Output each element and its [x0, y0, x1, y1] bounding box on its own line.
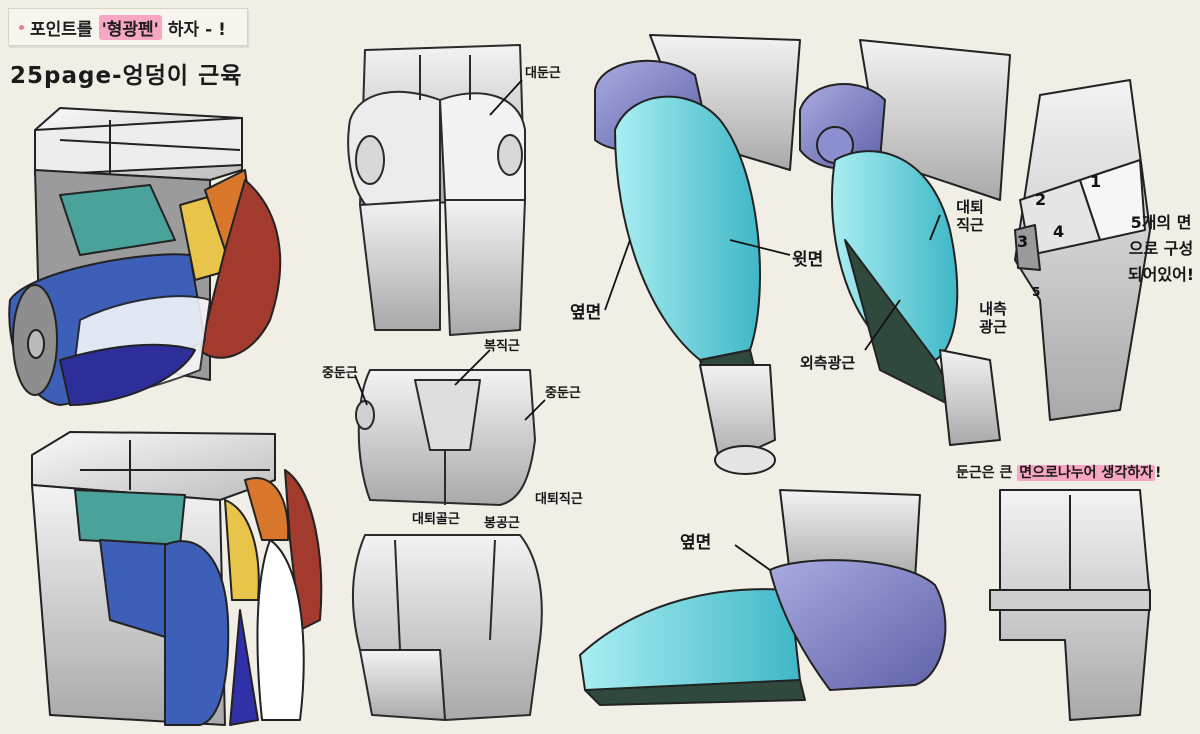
lavender-hip-bottom-view [579, 489, 947, 706]
label-rectus-femoris-low: 대퇴직근 [535, 492, 583, 507]
leader-lines [354, 79, 941, 571]
gray-hip-back-small [989, 489, 1151, 721]
cyan-thigh-side-view [594, 34, 801, 475]
face-number-4: 4 [1053, 222, 1065, 241]
banner-text-after: 하자 - ! [167, 19, 226, 40]
label-rectus-femoris: 대퇴직근 [956, 198, 984, 234]
note-highlight: 면으로나누어 생각하자 [1017, 465, 1155, 481]
colored-hip-block-top [8, 107, 282, 406]
label-piriformis: 복직근 [484, 339, 520, 354]
tip-banner: 포인트를 '형광펜' 하자 - ! [8, 8, 248, 46]
label-side-face-bottom: 옆면 [680, 533, 712, 553]
colored-hip-block-bottom [31, 431, 323, 726]
face-number-1: 1 [1090, 172, 1102, 191]
label-semitendinosus: 봉공근 [484, 516, 520, 531]
gray-hip-front-view [352, 534, 543, 721]
banner-highlight: '형광펜' [98, 14, 162, 40]
face-number-5: 5 [1032, 285, 1041, 299]
gluteus-faces-note: 둔근은 큰 면으로나누어 생각하자! [956, 462, 1161, 482]
gray-hip-back-view [347, 44, 526, 336]
bullet-dot [19, 24, 24, 30]
label-gluteus-maximus: 대둔근 [525, 66, 561, 81]
cyan-thigh-front-view [799, 39, 1011, 446]
face-number-2: 2 [1035, 190, 1047, 209]
face-number-3: 3 [1017, 232, 1029, 251]
note-text-after: ! [1154, 465, 1162, 481]
label-gluteus-medius-left: 중둔근 [322, 366, 358, 381]
label-gluteus-medius-right: 중둔근 [545, 386, 581, 401]
gray-hip-side-view [355, 369, 536, 506]
faceted-hip-five-faces [1014, 79, 1151, 421]
label-adductor: 대퇴골근 [412, 512, 460, 527]
label-vastus-lateralis: 외측광근 [800, 354, 856, 372]
banner-text-before: 포인트를 [30, 19, 93, 40]
label-vastus-medialis: 내측광근 [979, 300, 1007, 336]
note-text-before: 둔근은 큰 [956, 465, 1013, 481]
five-faces-note: 5개의 면으로 구성되어있어! [1127, 213, 1195, 284]
page-title: 25page-엉덩이 근육 [10, 63, 243, 89]
label-top-face: 윗면 [792, 250, 824, 270]
label-side-face: 옆면 [570, 303, 602, 323]
